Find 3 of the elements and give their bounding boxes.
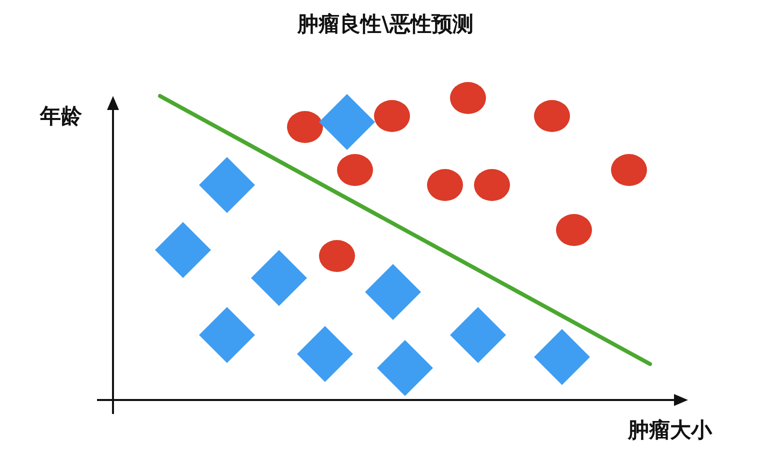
x-axis-label: 肿瘤大小 xyxy=(628,417,712,444)
chart-title: 肿瘤良性\恶性预测 xyxy=(298,11,474,38)
y-axis-label: 年龄 xyxy=(40,103,82,130)
